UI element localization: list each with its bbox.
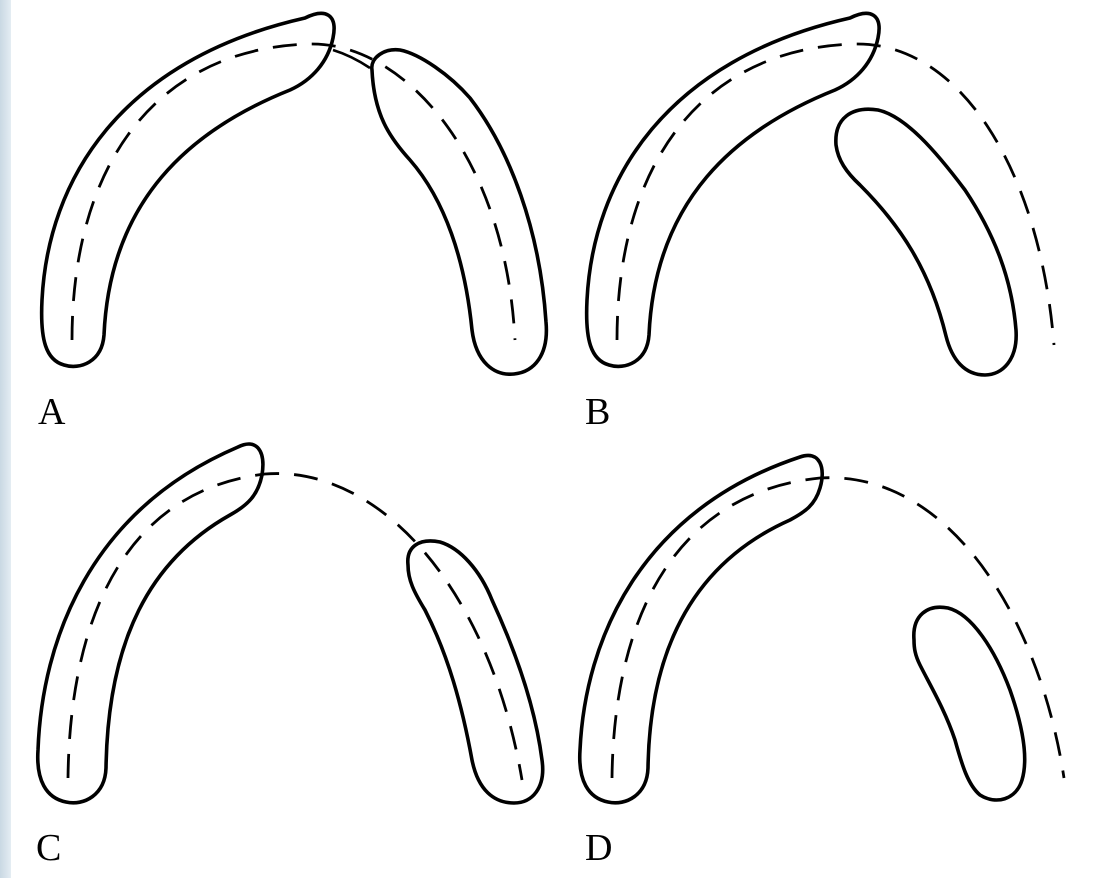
panel-d-arch-dashed (612, 478, 1064, 778)
panel-c: C (36, 444, 543, 869)
panel-d: D (580, 455, 1064, 869)
panel-b-right-segment (836, 109, 1016, 375)
panel-d-right-segment (914, 607, 1025, 800)
panel-a-right-segment (372, 50, 547, 374)
panel-b-label: B (585, 391, 610, 433)
panel-a-label: A (38, 391, 66, 433)
panel-c-right-segment (408, 541, 543, 803)
panel-d-label: D (585, 827, 612, 869)
panel-b-left-segment (587, 13, 879, 366)
panel-c-arch-dashed (68, 474, 522, 780)
panel-c-label: C (36, 827, 61, 869)
panel-a-left-segment (42, 13, 334, 366)
panel-d-left-segment (580, 455, 822, 802)
panel-a-connector (333, 50, 370, 68)
panel-c-left-segment (38, 444, 263, 803)
panel-a: A (38, 13, 546, 433)
panel-b: B (585, 13, 1054, 433)
